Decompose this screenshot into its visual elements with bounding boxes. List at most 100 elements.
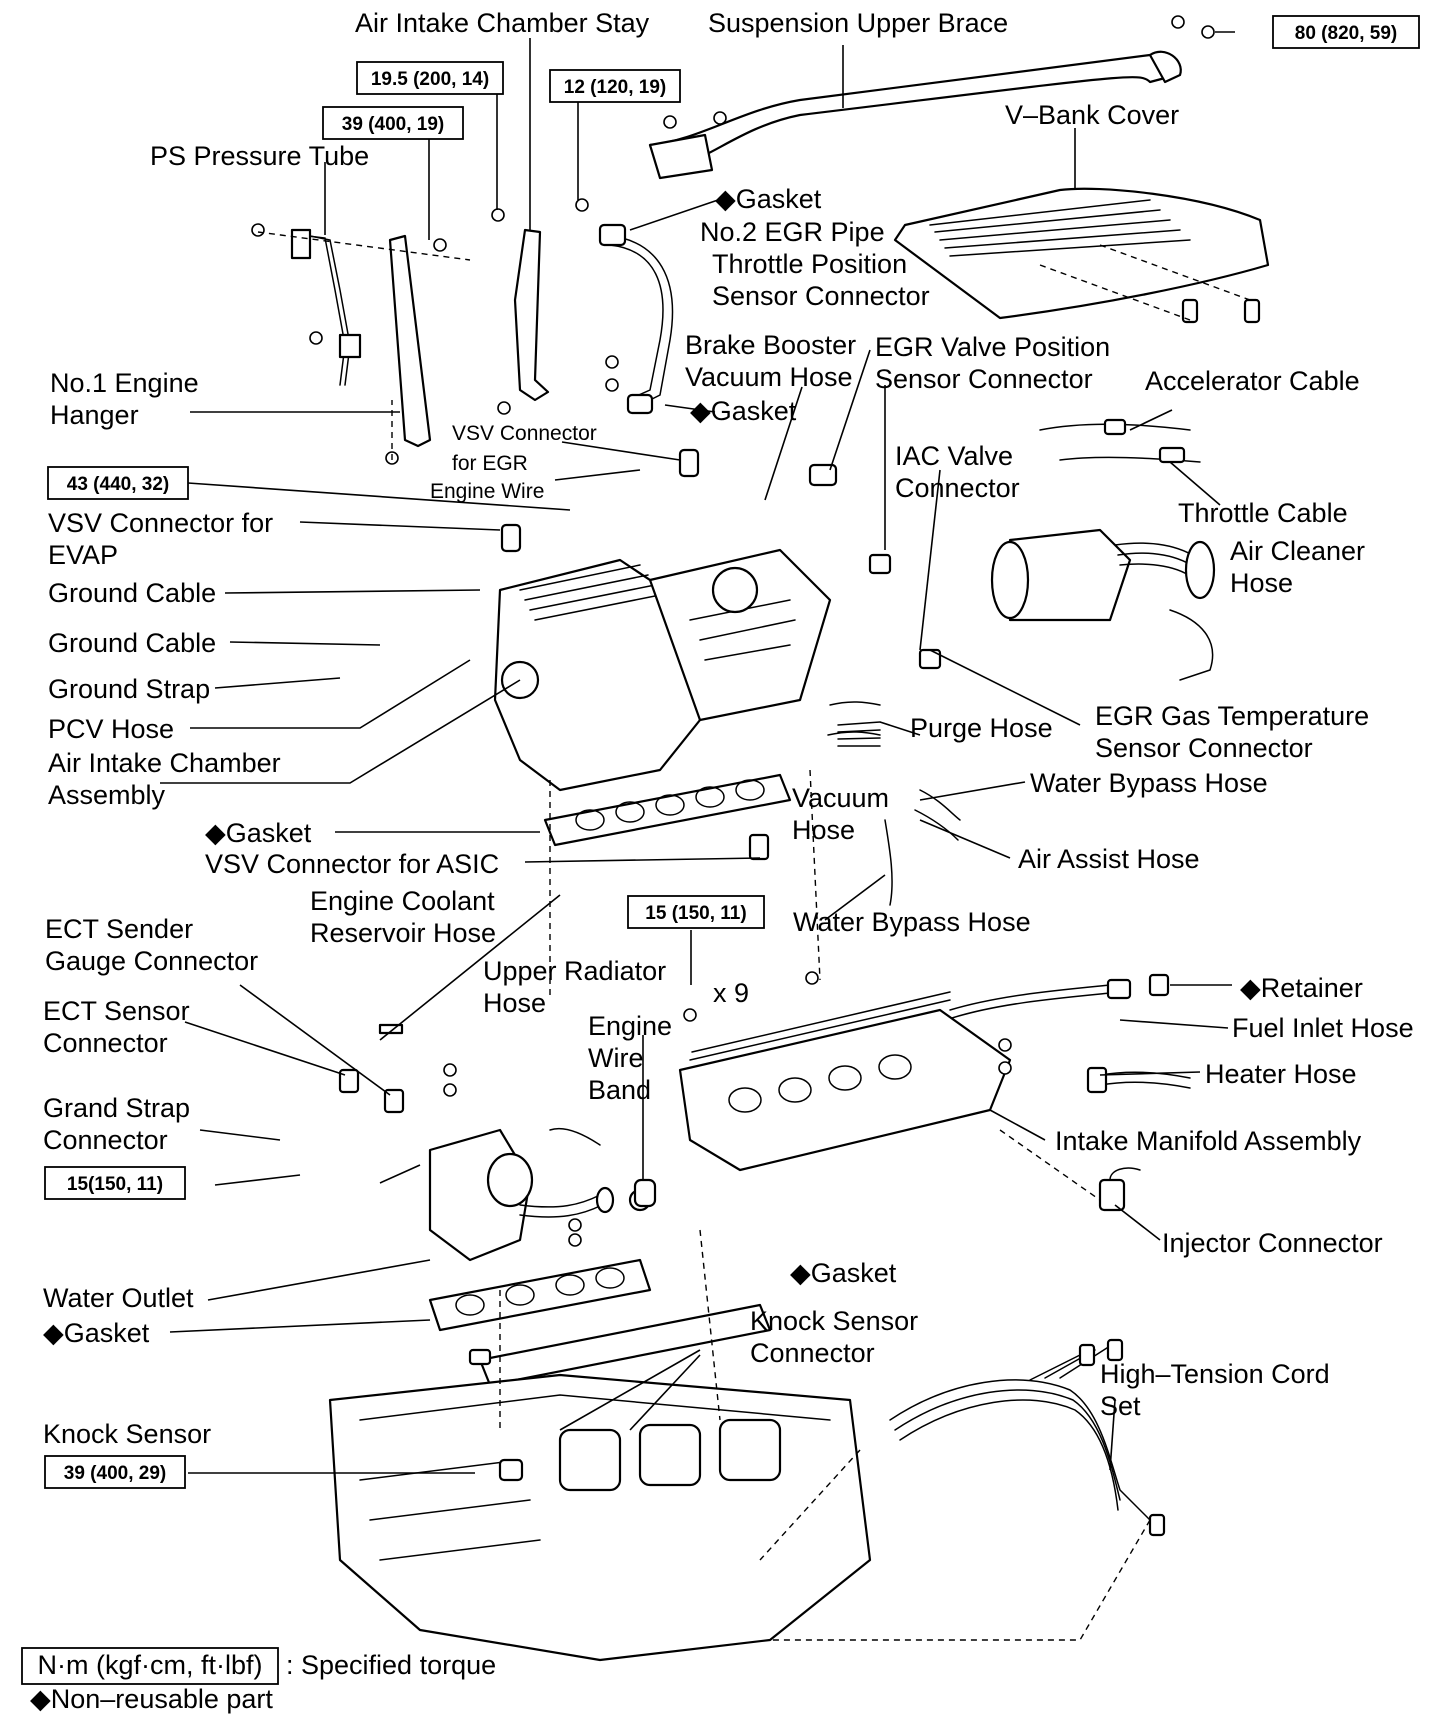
label-engine-coolant-2: Reservoir Hose xyxy=(310,918,496,948)
torque-box-15b xyxy=(44,1166,186,1200)
label-engine-wire-band-2: Wire xyxy=(588,1043,644,1073)
label-injector-connector: Injector Connector xyxy=(1162,1228,1383,1258)
label-vsv-asic: VSV Connector for ASIC xyxy=(205,849,499,879)
label-vacuum-hose-2: Hose xyxy=(792,815,855,845)
label-retainer: ◆Retainer xyxy=(1240,973,1363,1003)
label-ect-sender-1: ECT Sender xyxy=(45,914,193,944)
label-ground-strap: Ground Strap xyxy=(48,674,210,704)
label-vacuum-hose-1: Vacuum xyxy=(792,783,889,813)
label-ect-sensor-2: Connector xyxy=(43,1028,168,1058)
label-air-intake-chamber-1: Air Intake Chamber xyxy=(48,748,281,778)
label-water-outlet: Water Outlet xyxy=(43,1283,194,1313)
label-gasket-lower-right: ◆Gasket xyxy=(790,1258,897,1288)
label-knock-sensor-connector-1: Knock Sensor xyxy=(750,1306,918,1336)
intake-chamber-gasket-part xyxy=(543,773,792,847)
label-intake-manifold: Intake Manifold Assembly xyxy=(1055,1126,1362,1156)
label-fuel-inlet-hose: Fuel Inlet Hose xyxy=(1232,1013,1414,1043)
label-times-nine: x 9 xyxy=(713,978,749,1008)
label-engine-coolant-1: Engine Coolant xyxy=(310,886,495,916)
label-brake-booster-2: Vacuum Hose xyxy=(685,362,853,392)
label-air-intake-chamber-2: Assembly xyxy=(48,780,166,810)
label-vsv-egr-1: VSV Connector xyxy=(452,422,597,445)
label-knock-sensor: Knock Sensor xyxy=(43,1419,211,1449)
label-throttle-cable: Throttle Cable xyxy=(1178,498,1348,528)
label-v-bank-cover: V–Bank Cover xyxy=(1005,100,1179,130)
ps-pressure-tube-part xyxy=(251,223,362,386)
label-vsv-evap-2: EVAP xyxy=(48,540,118,570)
fuel-inlet-hose-part xyxy=(949,973,1170,1019)
label-suspension-upper-brace: Suspension Upper Brace xyxy=(708,8,1008,38)
air-cleaner-hose-part xyxy=(990,528,1216,681)
label-high-tension-cord-1: High–Tension Cord xyxy=(1100,1359,1330,1389)
torque-80: 80 (820, 59) xyxy=(1295,23,1397,44)
label-air-cleaner-2: Hose xyxy=(1230,568,1293,598)
part-labels: Air Intake Chamber Stay Suspension Upper… xyxy=(43,8,1414,1449)
label-egr-gas-temp-2: Sensor Connector xyxy=(1095,733,1313,763)
heater-hose-part xyxy=(1086,1066,1191,1094)
torque-box-43 xyxy=(47,466,189,500)
label-brake-booster-1: Brake Booster xyxy=(685,330,856,360)
label-throttle-position-2: Sensor Connector xyxy=(712,281,930,311)
suspension-upper-brace-part xyxy=(648,15,1215,180)
legend-non-reusable: ◆Non–reusable part xyxy=(30,1684,273,1714)
label-air-cleaner-1: Air Cleaner xyxy=(1230,536,1365,566)
engine-hanger-part xyxy=(385,234,447,465)
label-iac-valve-2: Connector xyxy=(895,473,1020,503)
label-knock-sensor-connector-2: Connector xyxy=(750,1338,875,1368)
torque-19-5: 19.5 (200, 14) xyxy=(371,69,489,90)
label-grand-strap-2: Connector xyxy=(43,1125,168,1155)
engine-block-part xyxy=(328,1373,872,1662)
label-pcv-hose: PCV Hose xyxy=(48,714,174,744)
legend-unit-box xyxy=(21,1647,279,1685)
assembly-dashed-lines xyxy=(257,231,1251,1641)
label-gasket-top: ◆Gasket xyxy=(715,184,822,214)
torque-39b: 39 (400, 29) xyxy=(64,1463,166,1484)
air-intake-chamber-assembly-part xyxy=(493,548,832,792)
label-purge-hose: Purge Hose xyxy=(910,713,1053,743)
label-high-tension-cord-2: Set xyxy=(1100,1391,1141,1421)
label-gasket-lower-left: ◆Gasket xyxy=(43,1318,150,1348)
egr-pipe-part xyxy=(575,198,674,415)
label-water-bypass-2: Water Bypass Hose xyxy=(793,907,1031,937)
label-ect-sender-2: Gauge Connector xyxy=(45,946,258,976)
label-ps-pressure-tube: PS Pressure Tube xyxy=(150,141,369,171)
legend-unit-label: N·m (kgf·cm, ft·lbf) xyxy=(38,1650,263,1680)
label-ect-sensor-1: ECT Sensor xyxy=(43,996,190,1026)
label-egr-valve-position-2: Sensor Connector xyxy=(875,364,1093,394)
legend-unit-description: : Specified torque xyxy=(286,1650,496,1680)
parts-artwork xyxy=(251,15,1270,1662)
torque-specs: 80 (820, 59) 19.5 (200, 14) 12 (120, 19)… xyxy=(44,15,1420,1489)
label-grand-strap-1: Grand Strap xyxy=(43,1093,190,1123)
torque-box-39a xyxy=(322,106,464,140)
label-vsv-egr-2: for EGR xyxy=(452,452,528,475)
label-engine-wire: Engine Wire xyxy=(430,480,544,503)
torque-box-39b xyxy=(44,1455,186,1489)
torque-15a: 15 (150, 11) xyxy=(645,903,746,924)
legend: N·m (kgf·cm, ft·lbf) : Specified torque … xyxy=(21,1647,496,1714)
torque-box-80 xyxy=(1272,15,1420,49)
label-engine-wire-band-3: Band xyxy=(588,1075,651,1105)
torque-15b: 15(150, 11) xyxy=(67,1174,163,1195)
torque-box-15a xyxy=(627,895,765,929)
label-engine-hanger-1: No.1 Engine xyxy=(50,368,199,398)
torque-box-19-5 xyxy=(356,61,504,95)
label-accelerator-cable: Accelerator Cable xyxy=(1145,366,1360,396)
label-gasket-egr: ◆Gasket xyxy=(690,396,797,426)
label-gasket-mid: ◆Gasket xyxy=(205,818,312,848)
label-throttle-position-1: Throttle Position xyxy=(712,249,907,279)
label-engine-hanger-2: Hanger xyxy=(50,400,139,430)
label-egr-valve-position-1: EGR Valve Position xyxy=(875,332,1110,362)
label-air-intake-chamber-stay: Air Intake Chamber Stay xyxy=(355,8,650,38)
misc-connectors-part xyxy=(338,418,1201,1482)
label-vsv-evap-1: VSV Connector for xyxy=(48,508,273,538)
intake-manifold-part xyxy=(678,971,1012,1172)
label-ground-cable-1: Ground Cable xyxy=(48,578,216,608)
label-upper-radiator-2: Hose xyxy=(483,988,546,1018)
label-air-assist-hose: Air Assist Hose xyxy=(1018,844,1200,874)
torque-box-12 xyxy=(549,69,681,103)
label-no2-egr-pipe: No.2 EGR Pipe xyxy=(700,217,885,247)
label-heater-hose: Heater Hose xyxy=(1205,1059,1357,1089)
label-egr-gas-temp-1: EGR Gas Temperature xyxy=(1095,701,1369,731)
lower-gasket-part xyxy=(428,1258,772,1387)
